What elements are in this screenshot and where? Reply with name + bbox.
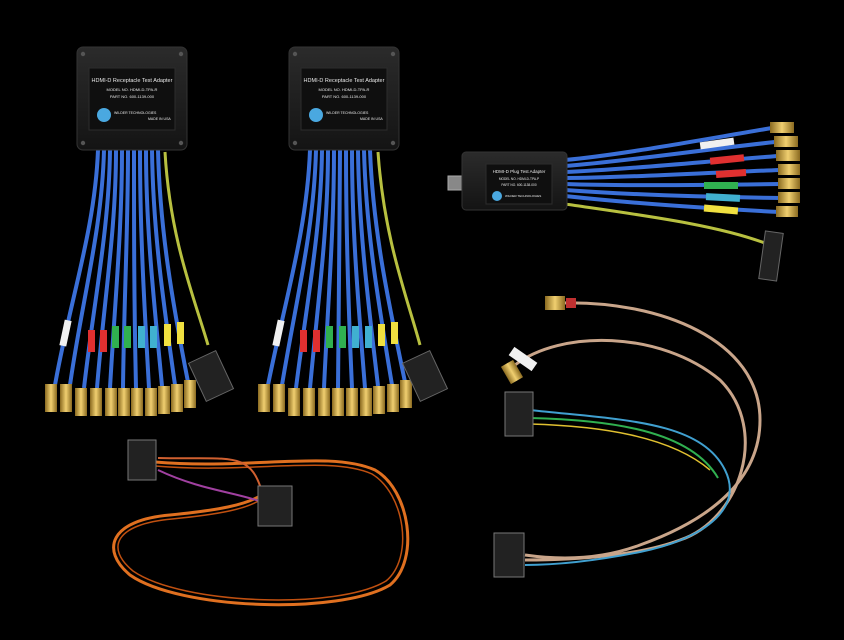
adapter-model: MODEL NO. HDMI-D-TPA-R — [107, 87, 158, 92]
ribbon-connector-right — [257, 485, 293, 527]
made-in-label: MADE IN USA — [148, 117, 171, 121]
blue-cable-bundle — [53, 149, 190, 389]
adapter-part: PART NO. 600-1139-000 — [322, 94, 367, 99]
brand-label: WILDER TECHNOLOGIES — [505, 194, 541, 198]
logo-icon — [97, 108, 111, 122]
logo-icon — [492, 191, 502, 201]
made-in-label: MADE IN USA — [360, 117, 383, 121]
coax-plug-top — [545, 296, 565, 310]
adapter-title: HDMI-D Receptacle Test Adapter — [304, 78, 385, 84]
header-connector — [758, 230, 784, 282]
receptacle-adapter-1: HDMI-D Receptacle Test Adapter MODEL NO.… — [45, 46, 235, 416]
ground-wire — [163, 151, 210, 346]
brand-label: WILDER TECHNOLOGIES — [114, 111, 157, 115]
signal-wires — [524, 409, 731, 566]
adapter-part: PART NO. 600-1138-000 — [501, 183, 536, 187]
coax-plug-bottom — [500, 359, 524, 385]
header-connector — [187, 349, 235, 403]
adapter-model: MODEL NO. HDMI-D-TPA-P — [499, 177, 539, 181]
header-connector — [401, 349, 449, 403]
sma-connectors — [258, 380, 412, 416]
receptacle-adapter-2: HDMI-D Receptacle Test Adapter MODEL NO.… — [258, 46, 449, 416]
brand-label: WILDER TECHNOLOGIES — [326, 111, 369, 115]
adapter-part: PART NO. 600-1139-000 — [110, 94, 155, 99]
ground-wire — [564, 202, 771, 247]
blue-cable-bundle — [564, 126, 783, 214]
coax-cables — [514, 301, 762, 562]
adapter-title: HDMI-D Receptacle Test Adapter — [92, 78, 173, 84]
ribbon-cable — [112, 457, 410, 607]
logo-icon — [309, 108, 323, 122]
plug-adapter: HDMI-D Plug Test Adapter MODEL NO. HDMI-… — [447, 122, 800, 282]
color-markers — [59, 319, 184, 352]
color-markers — [699, 137, 747, 215]
coax-connector-bottom — [493, 532, 525, 578]
ground-wire — [376, 151, 422, 346]
blue-cable-bundle — [266, 149, 407, 389]
ribbon-connector-left — [127, 439, 157, 481]
sma-connectors — [45, 380, 196, 416]
color-markers — [272, 319, 398, 352]
adapter-title: HDMI-D Plug Test Adapter — [493, 169, 546, 174]
hdmi-plug — [447, 175, 463, 191]
adapter-model: MODEL NO. HDMI-D-TPA-R — [319, 87, 370, 92]
coax-connector-top — [504, 391, 534, 437]
sma-connectors — [770, 122, 800, 217]
